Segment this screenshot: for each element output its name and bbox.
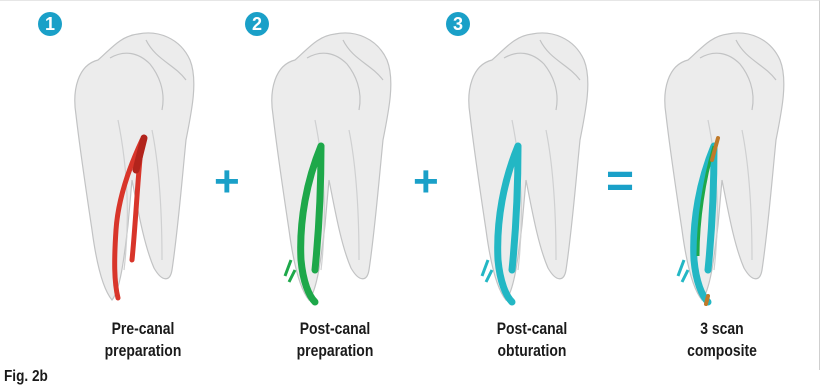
plus-operator-2: +: [413, 160, 439, 204]
label-line-2: composite: [656, 340, 787, 362]
label-line-2: preparation: [77, 340, 208, 362]
tooth-pre-canal-illustration: [58, 20, 208, 310]
tooth-composite-illustration: [648, 20, 798, 310]
label-line-1: 3 scan: [656, 318, 787, 340]
label-line-1: Post-canal: [466, 318, 597, 340]
plus-operator-1: +: [214, 160, 240, 204]
post-canal-obturation-label: Post-canal obturation: [466, 318, 597, 362]
label-line-2: obturation: [466, 340, 597, 362]
label-line-1: Post-canal: [269, 318, 400, 340]
pre-canal-label: Pre-canal preparation: [77, 318, 208, 362]
tooth-post-canal-prep-illustration: [255, 20, 405, 310]
label-line-2: preparation: [269, 340, 400, 362]
label-line-1: Pre-canal: [77, 318, 208, 340]
composite-label: 3 scan composite: [656, 318, 787, 362]
post-canal-prep-label: Post-canal preparation: [269, 318, 400, 362]
tooth-post-canal-obturation-illustration: [452, 20, 602, 310]
figure-caption: Fig. 2b: [4, 368, 48, 386]
equals-operator: =: [606, 158, 634, 206]
